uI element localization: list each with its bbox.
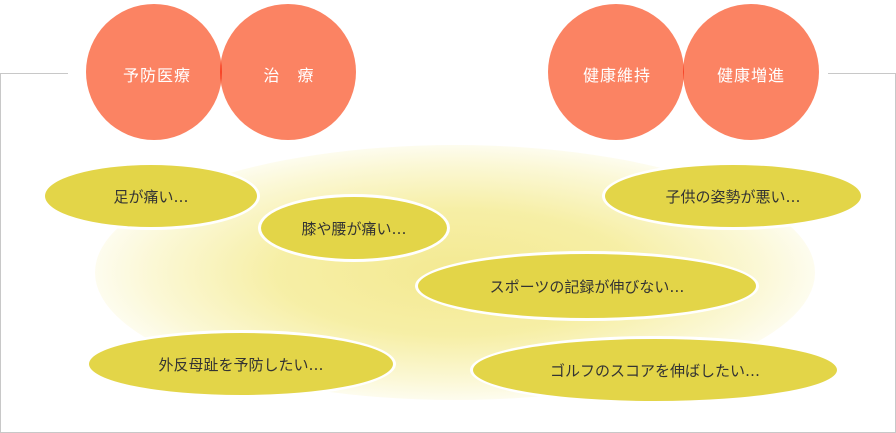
concern-golf-score: ゴルフのスコアを伸ばしたい… — [470, 336, 840, 404]
frame-top-right-line — [828, 73, 896, 74]
concern-hallux-valgus: 外反母趾を予防したい… — [86, 330, 396, 398]
label-maintenance: 健康維持 — [582, 66, 651, 85]
label-prevention: 予防医療 — [122, 66, 191, 85]
concern-sports-record: スポーツの記録が伸びない… — [415, 251, 759, 321]
frame-top-left-line — [0, 73, 68, 74]
label-promotion: 健康増進 — [716, 66, 785, 85]
label-treatment: 治 療 — [263, 66, 315, 85]
circle-treatment — [220, 4, 356, 140]
frame-left-line — [0, 73, 1, 433]
circle-promotion — [683, 4, 819, 140]
circle-maintenance — [548, 4, 684, 140]
concern-child-posture: 子供の姿勢が悪い… — [602, 162, 864, 230]
circle-prevention — [86, 4, 222, 140]
concern-knee-back-pain: 膝や腰が痛い… — [258, 194, 450, 262]
concern-foot-pain: 足が痛い… — [42, 162, 260, 230]
